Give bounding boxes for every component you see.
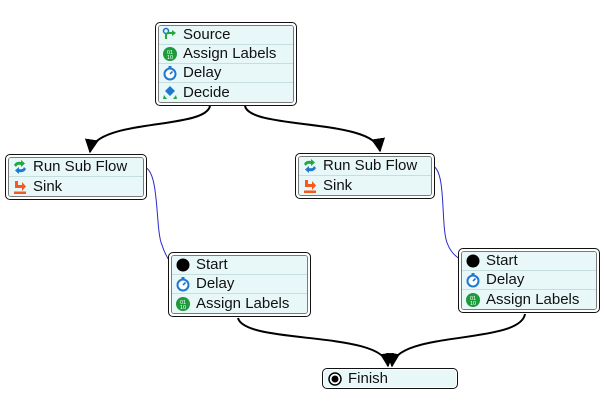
activity-delay[interactable]: Delay xyxy=(159,64,293,83)
connector-main-to-left[interactable] xyxy=(84,105,211,154)
source-icon xyxy=(162,27,178,43)
svg-text:01: 01 xyxy=(180,300,186,306)
activity-label: Assign Labels xyxy=(183,45,277,62)
svg-text:01: 01 xyxy=(167,50,173,56)
activity-label: Delay xyxy=(196,275,235,292)
activity-start[interactable]: Start xyxy=(462,252,596,271)
activity-decide[interactable]: Decide xyxy=(159,83,293,102)
activity-label: Start xyxy=(486,252,518,269)
run-sub-flow-icon xyxy=(12,159,28,175)
delay-icon xyxy=(465,272,481,288)
sink-icon xyxy=(302,178,318,194)
activity-delay[interactable]: Delay xyxy=(462,271,596,290)
connector-left-to-finish[interactable] xyxy=(237,317,394,368)
svg-text:10: 10 xyxy=(470,301,476,307)
finish-node[interactable]: Finish xyxy=(322,368,458,389)
finish-icon xyxy=(327,371,343,387)
activity-label: Assign Labels xyxy=(486,290,580,308)
activity-label: Delay xyxy=(183,64,222,81)
activity-label: Run Sub Flow xyxy=(323,157,418,174)
subflow-link-right xyxy=(432,165,464,262)
delay-icon xyxy=(162,65,178,81)
activity-label: Source xyxy=(183,26,231,43)
activity-label: Finish xyxy=(348,370,389,387)
decide-icon xyxy=(162,85,178,101)
subflow-link-left xyxy=(143,166,173,266)
activity-label: Run Sub Flow xyxy=(33,158,128,175)
activity-start[interactable]: Start xyxy=(172,256,307,275)
activity-run-sub-flow[interactable]: Run Sub Flow xyxy=(299,157,431,176)
activity-sink[interactable]: Sink xyxy=(9,177,143,196)
start-icon xyxy=(465,253,481,269)
connector-main-to-right[interactable] xyxy=(244,105,385,153)
activity-label: Decide xyxy=(183,83,230,101)
activity-label: Sink xyxy=(33,177,63,195)
activity-source[interactable]: Source xyxy=(159,26,293,45)
sink-icon xyxy=(12,179,28,195)
activity-sink[interactable]: Sink xyxy=(299,176,431,195)
activity-label: Assign Labels xyxy=(196,294,290,312)
run-sub-flow-icon xyxy=(302,158,318,174)
svg-text:01: 01 xyxy=(470,296,476,302)
activity-delay[interactable]: Delay xyxy=(172,275,307,294)
start-icon xyxy=(175,257,191,273)
activity-run-sub-flow[interactable]: Run Sub Flow xyxy=(9,158,143,177)
left-branch-node[interactable]: Run Sub Flow Sink xyxy=(5,154,147,200)
activity-finish[interactable]: Finish xyxy=(324,370,456,387)
right-branch-node[interactable]: Run Sub Flow Sink xyxy=(295,153,435,199)
connector-right-to-finish[interactable] xyxy=(386,313,526,368)
activity-label: Sink xyxy=(323,176,353,194)
svg-text:10: 10 xyxy=(167,55,173,61)
svg-text:10: 10 xyxy=(180,305,186,311)
delay-icon xyxy=(175,276,191,292)
activity-label: Start xyxy=(196,256,228,273)
activity-label: Delay xyxy=(486,271,525,288)
